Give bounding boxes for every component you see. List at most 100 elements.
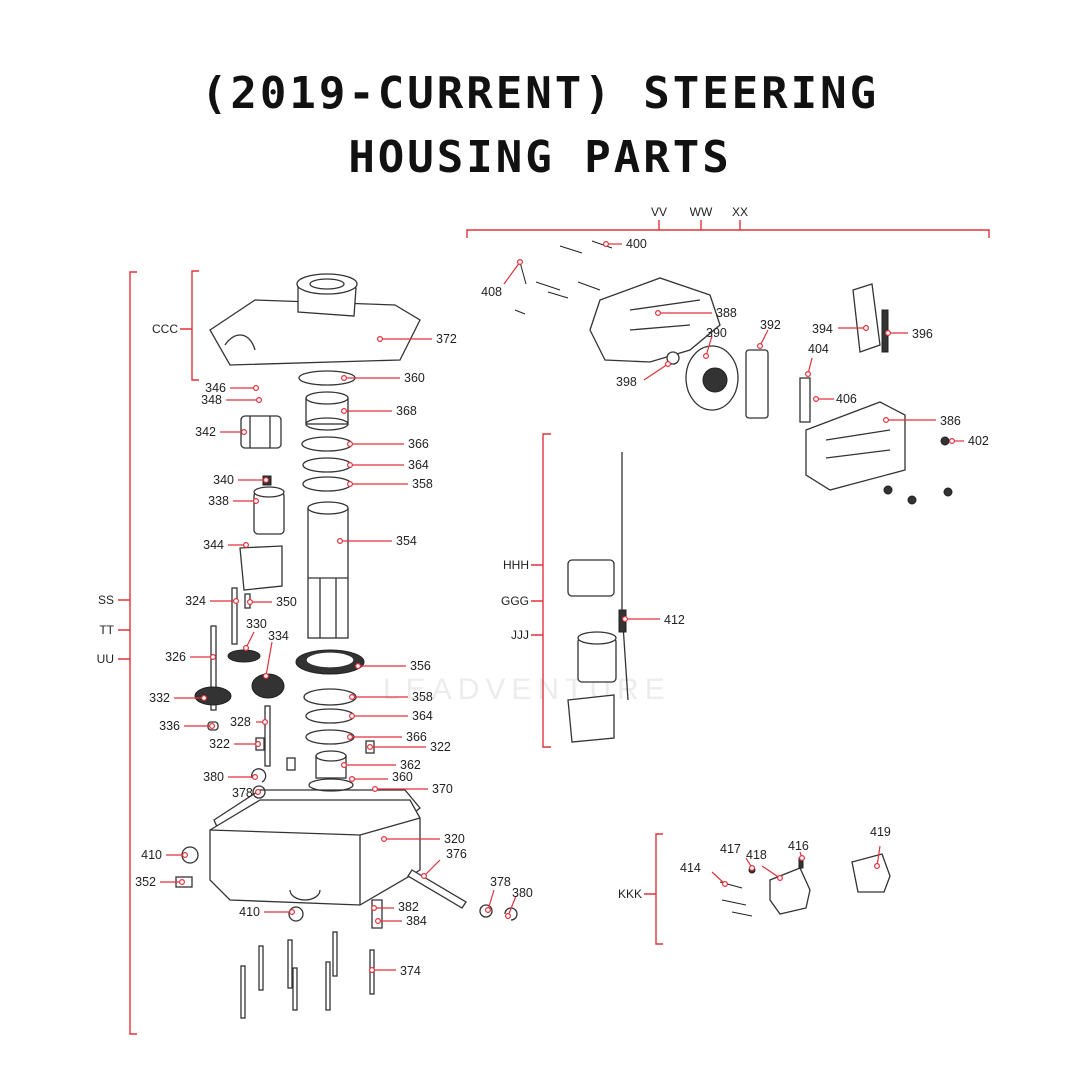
callout-336: 336 [159,719,216,733]
group-label-vv: VV [651,205,667,219]
part-356-main-gear [295,649,365,675]
callout-322a: 322 [209,737,262,751]
part-number-label: 390 [706,326,727,340]
leader-dot [255,788,262,795]
callout-380a: 380 [203,770,259,784]
callout-344: 344 [203,538,250,552]
leader-line [503,261,521,285]
part-number-label: 408 [481,285,502,299]
callout-419: 419 [870,825,891,869]
part-number-label: 378 [232,786,253,800]
bracket-vv-ww-xx [466,229,990,238]
part-number-label: 394 [812,322,833,336]
callout-404: 404 [804,342,829,378]
callout-410a: 410 [141,848,189,862]
part-number-label: 417 [720,842,741,856]
callout-406: 406 [812,392,857,406]
part-number-label: 398 [616,375,637,389]
leader-line [876,845,881,867]
callout-326: 326 [165,650,217,664]
bracket-ss-tt-uu [129,271,137,1035]
part-hhh-motor-cap [567,559,615,597]
callout-346: 346 [205,381,260,395]
callout-356: 356 [355,659,431,673]
part-400-408-bolts [514,240,613,315]
title-line-1: (2019-CURRENT) STEERING [200,68,880,119]
leader-dot [882,417,889,424]
callout-330: 330 [243,617,267,651]
bracket-ss-tt-uu-ticks [118,599,130,660]
callout-322b: 322 [367,740,451,754]
part-number-label: 326 [165,650,186,664]
callout-400: 400 [602,237,647,251]
leader-dot [341,761,348,768]
part-number-label: 376 [446,847,467,861]
callout-366a: 366 [347,437,429,451]
leader-dot [812,396,819,403]
callout-358b: 358 [349,690,433,704]
part-378-washer-left [252,785,266,799]
part-378-washer-right [479,904,493,918]
part-drawings [175,240,953,1019]
leader-dot [884,330,891,337]
part-number-label: 350 [276,595,297,609]
callout-370: 370 [372,782,453,796]
leader-dot [372,785,379,792]
callout-328: 328 [230,715,269,729]
callout-392: 392 [756,318,781,350]
part-360-ring-bottom [308,778,354,792]
leader-dot [948,438,955,445]
leader-dot [253,498,260,505]
callout-352: 352 [135,875,186,889]
leader-dot [798,854,805,861]
part-390-wheel [685,345,739,411]
leader-dot [347,481,354,488]
leader-dot [243,541,250,548]
bracket-vv-ww-xx-ticks [658,220,741,230]
part-330-gear [227,649,261,663]
leader-dot [209,722,216,729]
leader-dot [369,966,376,973]
bracket-hhh-ggg-jjj [542,433,551,748]
callout-414: 414 [680,861,728,887]
callout-368: 368 [341,404,417,418]
part-number-label: 406 [836,392,857,406]
leader-dot [341,408,348,415]
callout-364a: 364 [347,458,429,472]
part-358-bearing-top [302,476,352,492]
leader-dot [748,864,755,871]
part-number-label: 419 [870,825,891,839]
part-bushing-center [286,757,296,771]
part-364-ring-bottom [305,708,355,724]
callout-364b: 364 [349,709,433,723]
part-419-clamp [851,853,891,893]
part-number-label: 354 [396,534,417,548]
leader-dot [253,385,260,392]
part-number-label: 378 [490,875,511,889]
group-label-xx: XX [732,205,748,219]
leader-dot [371,904,378,911]
callout-384: 384 [375,914,427,928]
group-label-hhh: HHH [503,558,529,572]
leader-dot [505,912,512,919]
callout-410b: 410 [239,905,296,919]
part-374-bolts [240,931,375,1019]
callout-332: 332 [149,691,208,705]
part-388-mount [589,277,721,363]
leader-dot [349,775,356,782]
leader-dot [862,325,869,332]
group-label-uu: UU [97,652,114,666]
callout-418: 418 [746,848,783,881]
callout-398: 398 [616,361,671,389]
part-number-label: 344 [203,538,224,552]
part-number-label: 372 [436,332,457,346]
part-number-label: 352 [135,875,156,889]
group-label-ww: WW [690,205,713,219]
part-number-label: 334 [268,629,289,643]
leader-dot [347,733,354,740]
part-number-label: 382 [398,900,419,914]
part-372-top-cover [209,273,421,366]
leader-dot [516,259,523,266]
part-number-label: 366 [406,730,427,744]
